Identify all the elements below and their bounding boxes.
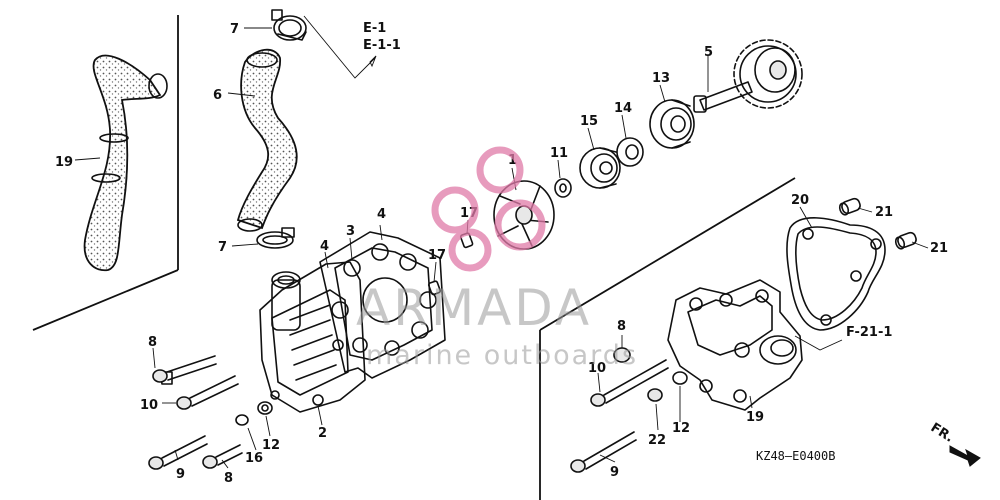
callout-7-top: 7 xyxy=(230,22,239,37)
frame-right-diag xyxy=(539,177,796,331)
callout-5: 5 xyxy=(704,45,713,60)
bolt-10-right xyxy=(590,359,669,407)
callout-1: 1 xyxy=(508,153,517,168)
front-arrow-icon: FR. xyxy=(928,420,981,467)
callout-7-bottom: 7 xyxy=(218,240,227,255)
bolt-9-left xyxy=(148,435,208,470)
watermark-tagline: marine outboards xyxy=(366,340,638,371)
dowel-pin-17-b xyxy=(427,280,441,296)
callout-20: 20 xyxy=(791,193,809,208)
bolt-8-left-lower xyxy=(202,444,243,469)
washer-11 xyxy=(554,178,572,198)
bearing-13 xyxy=(649,99,695,149)
callout-4-left: 4 xyxy=(320,239,329,254)
washer-16 xyxy=(235,414,249,426)
dowel-pin-21-b xyxy=(894,231,917,250)
washer-14 xyxy=(616,137,644,167)
callout-labels: 19 6 7 7 5 13 14 15 11 1 17 17 4 3 4 8 1… xyxy=(55,22,948,486)
callout-2: 2 xyxy=(318,426,327,441)
hose-clamp-7-top xyxy=(271,9,307,41)
ref-e1-1: E-1-1 xyxy=(363,38,401,53)
callout-8-right: 8 xyxy=(617,319,626,334)
seal-15 xyxy=(579,147,621,189)
callout-13: 13 xyxy=(652,71,670,86)
callout-8-left-lower: 8 xyxy=(224,471,233,486)
armada-logo-icon xyxy=(431,146,546,272)
callout-10-left: 10 xyxy=(140,398,158,413)
bolt-22-right xyxy=(647,388,663,402)
hose-6 xyxy=(236,48,298,232)
washer-12-right xyxy=(672,371,688,385)
callout-17-lower: 17 xyxy=(428,248,446,263)
callout-9-left: 9 xyxy=(176,467,185,482)
callout-15: 15 xyxy=(580,114,598,129)
callout-10-right: 10 xyxy=(588,361,606,376)
callout-19-left: 19 xyxy=(55,155,73,170)
callout-21-lower: 21 xyxy=(930,241,948,256)
gasket-20 xyxy=(786,217,886,331)
callout-6: 6 xyxy=(213,88,222,103)
watermark-brand: ARMADA xyxy=(356,279,592,337)
gasket-3-plate-4 xyxy=(319,231,446,379)
shaft-gear-5 xyxy=(693,39,803,113)
bolt-8-left xyxy=(152,355,217,385)
pump-cover-left xyxy=(259,261,366,413)
hose-clamp-7-bottom xyxy=(256,227,295,249)
callout-9-right: 9 xyxy=(610,465,619,480)
frame-left-diag xyxy=(32,269,179,331)
pump-body-19 xyxy=(667,279,803,411)
diagram-code: KZ48—E0400B xyxy=(756,449,835,463)
callout-8-left: 8 xyxy=(148,335,157,350)
callout-21-upper: 21 xyxy=(875,205,893,220)
callout-11: 11 xyxy=(550,146,568,161)
callout-22: 22 xyxy=(648,433,666,448)
watermark: ARMADA marine outboards xyxy=(356,146,638,371)
bolt-9-right xyxy=(570,431,637,473)
ref-e1-arrow xyxy=(369,55,377,68)
hose-19 xyxy=(83,54,168,272)
callout-4-right: 4 xyxy=(377,207,386,222)
callout-14: 14 xyxy=(614,101,632,116)
front-label: FR. xyxy=(928,420,956,445)
ref-e1: E-1 xyxy=(363,21,386,36)
callout-3: 3 xyxy=(346,224,355,239)
callout-12-left: 12 xyxy=(262,438,280,453)
bolt-10-left xyxy=(176,375,239,410)
washer-12-left xyxy=(257,401,273,415)
callout-12-right: 12 xyxy=(672,421,690,436)
callout-16: 16 xyxy=(245,451,263,466)
dowel-pin-21-a xyxy=(838,197,861,216)
callout-19-right: 19 xyxy=(746,410,764,425)
ref-f21-1: F-21-1 xyxy=(846,325,892,340)
